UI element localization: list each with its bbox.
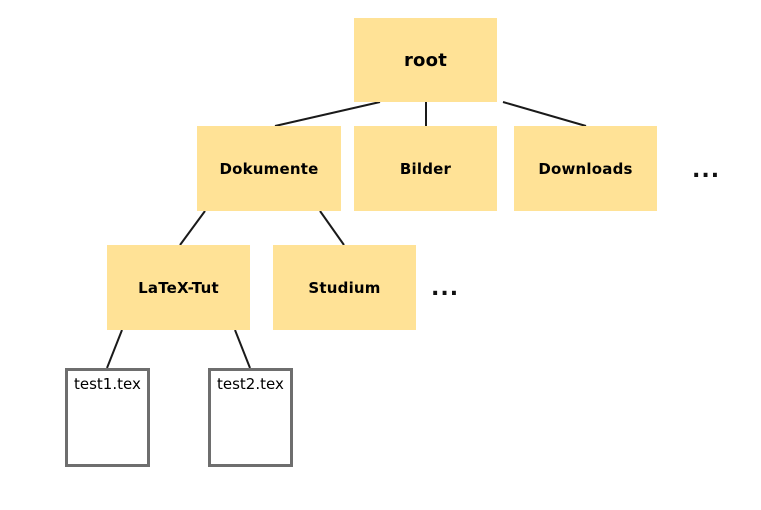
node-bilder-label: Bilder xyxy=(399,159,452,178)
edge-dokumente-latex-tut xyxy=(179,210,206,246)
ellipsis-level2: ... xyxy=(692,158,721,183)
edge-latex-tut-test1 xyxy=(106,329,123,369)
edge-dokumente-studium xyxy=(319,210,345,246)
edge-latex-tut-test2 xyxy=(234,329,251,369)
node-dokumente-label: Dokumente xyxy=(219,159,319,178)
node-test2-file[interactable]: test2.tex xyxy=(208,368,293,467)
edge-root-downloads xyxy=(502,101,587,127)
node-test1-file[interactable]: test1.tex xyxy=(65,368,150,467)
node-latex-tut[interactable]: LaTeX-Tut xyxy=(107,245,250,330)
node-root[interactable]: root xyxy=(354,18,497,102)
ellipsis-level3: ... xyxy=(431,276,460,301)
node-downloads[interactable]: Downloads xyxy=(514,126,657,211)
node-studium-label: Studium xyxy=(308,278,381,297)
node-studium[interactable]: Studium xyxy=(273,245,416,330)
node-test2-label: test2.tex xyxy=(217,375,284,393)
edge-root-dokumente xyxy=(274,101,381,127)
node-downloads-label: Downloads xyxy=(538,159,633,178)
node-dokumente[interactable]: Dokumente xyxy=(197,126,341,211)
node-bilder[interactable]: Bilder xyxy=(354,126,497,211)
node-root-label: root xyxy=(403,49,447,71)
node-latex-tut-label: LaTeX-Tut xyxy=(138,278,219,297)
node-test1-label: test1.tex xyxy=(74,375,141,393)
